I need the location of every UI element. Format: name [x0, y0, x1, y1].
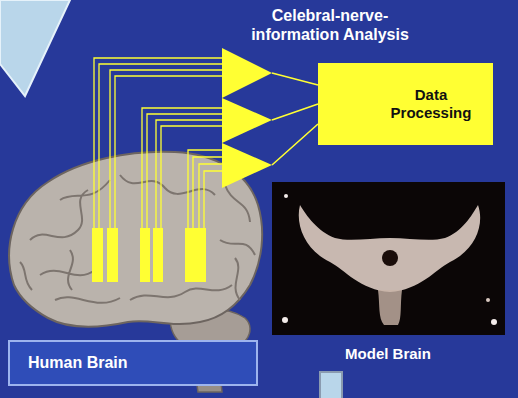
- photo-speck: [486, 298, 490, 302]
- amplifier-symbol: [222, 143, 272, 188]
- process-box: Data Processing: [318, 63, 493, 145]
- small-square: [320, 372, 342, 398]
- amplifiers: [222, 48, 272, 188]
- model-brain-photo: [272, 182, 505, 335]
- electrode: [153, 228, 163, 282]
- model-hole: [382, 250, 398, 266]
- photo-speck: [284, 194, 288, 198]
- model-stem: [378, 290, 402, 325]
- model-brain: [299, 205, 480, 292]
- amplifier-output: [272, 73, 318, 165]
- electrode: [185, 228, 206, 282]
- photo-speck: [491, 319, 497, 325]
- wire-group: [188, 150, 222, 230]
- label-box: Human Brain: [8, 340, 258, 386]
- diagram-title: Celebral-nerve- information Analysis: [235, 6, 425, 44]
- amplifier-symbol: [222, 98, 272, 143]
- electrodes: [92, 228, 206, 282]
- amplifier-symbol: [222, 48, 272, 98]
- node-text: Human Brain: [28, 353, 128, 372]
- electrode: [92, 228, 103, 282]
- photo-speck: [282, 317, 288, 323]
- photo-frame: [272, 182, 505, 335]
- image-caption: Model Brain: [318, 345, 458, 363]
- callout-tail: [0, 0, 70, 96]
- wire-group: [142, 108, 222, 230]
- electrode: [140, 228, 150, 282]
- electrode: [107, 228, 118, 282]
- wire-group: [94, 58, 222, 230]
- brain-folds: [20, 175, 255, 303]
- node-text: Data Processing: [385, 86, 477, 122]
